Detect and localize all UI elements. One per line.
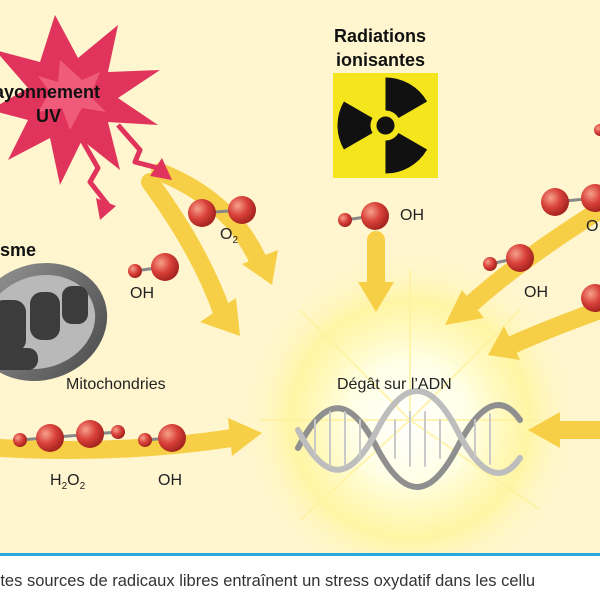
arrow-radiation-head xyxy=(358,282,394,312)
figure-caption-text: entes sources de radicaux libres entraîn… xyxy=(0,572,536,590)
o2-main: O xyxy=(220,226,233,243)
molecule-o2-right xyxy=(541,184,600,216)
arrow-uv-b-head xyxy=(242,250,278,285)
radiation-label-line1: Radiations xyxy=(334,26,427,46)
h2o2-sub-a: 2 xyxy=(61,481,68,493)
molecule-oh-radiation xyxy=(338,202,389,230)
mitochondrion-icon xyxy=(0,262,108,382)
h2o2-sub-b: 2 xyxy=(79,481,86,493)
arrow-right-lower-head xyxy=(528,412,560,448)
uv-label-line2: UV xyxy=(36,106,62,126)
figure-caption: entes sources de radicaux libres entraîn… xyxy=(0,566,600,596)
o2-uv-label: O2 xyxy=(220,226,238,246)
radiation-label-line2: ionisantes xyxy=(336,50,426,70)
oh-radiation-label: OH xyxy=(400,207,424,224)
mitochondria-label: Mitochondries xyxy=(66,376,166,393)
o2-right-label: O xyxy=(586,218,599,235)
diagram-artwork xyxy=(0,15,600,553)
arrow-right-upper-head xyxy=(445,290,484,325)
h2o2-o: O xyxy=(67,472,80,489)
molecule-oh-bottom xyxy=(138,424,186,452)
molecule-partial-right xyxy=(581,124,600,312)
dna-damage-glow xyxy=(240,250,580,553)
arrow-mitochondria-head xyxy=(228,418,262,456)
molecule-oh-right xyxy=(483,244,534,272)
molecules xyxy=(13,124,600,452)
arrows xyxy=(0,163,600,460)
molecule-o2-uv xyxy=(188,196,256,227)
diagram-panel: ayonnement UV Radiations ionisantes sme … xyxy=(0,0,600,553)
arrow-mitochondria xyxy=(0,429,241,460)
cytoplasm-label: sme xyxy=(0,240,37,260)
uv-burst-icon xyxy=(0,15,172,220)
dna-damage-label: Dégât sur l’ADN xyxy=(337,376,452,393)
arrow-uv-a-head xyxy=(200,298,240,336)
molecule-oh-uv xyxy=(128,253,179,281)
arrow-right-middle-head xyxy=(488,326,520,360)
arrow-uv-a xyxy=(141,173,231,321)
arrow-right-middle xyxy=(503,301,600,354)
arrow-uv-b xyxy=(151,163,267,269)
uv-label-line1: ayonnement xyxy=(0,82,101,102)
dna-helix-icon xyxy=(295,388,523,490)
oh-uv-label: OH xyxy=(130,285,154,302)
molecule-h2o2 xyxy=(13,420,125,452)
caption-divider xyxy=(0,553,600,556)
oh-bottom-label: OH xyxy=(158,472,182,489)
radiation-trefoil-icon xyxy=(333,73,438,178)
oh-right-label: OH xyxy=(524,284,548,301)
o2-subscript: 2 xyxy=(232,235,239,247)
h2o2-label: H2O2 xyxy=(50,472,85,492)
h2o2-h: H xyxy=(50,472,62,489)
